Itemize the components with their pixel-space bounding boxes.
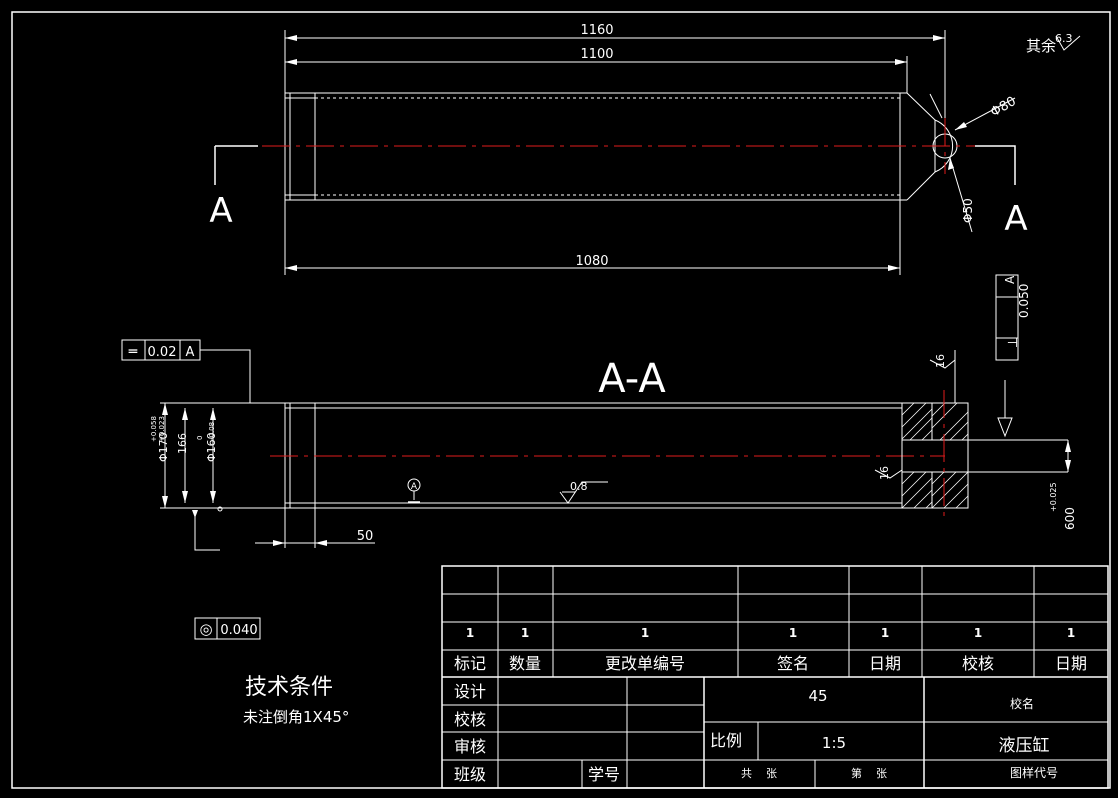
revision-headers-row: 标记 数量 更改单编号 签名 日期 校核 日期 bbox=[454, 654, 1087, 673]
datum-a-label: A bbox=[411, 482, 418, 492]
front-view: A A 1160 1100 1080 Φ80 Φ50 其余 6.3 bbox=[209, 23, 1081, 275]
tb-design: 设计 bbox=[454, 682, 486, 701]
tb-check: 校核 bbox=[454, 710, 486, 729]
revision-header-0: 标记 bbox=[454, 654, 486, 673]
dim-phi160-tol-lower: -0.08 bbox=[208, 422, 216, 440]
tb-class: 班级 bbox=[454, 765, 486, 784]
dim-1080: 1080 bbox=[575, 254, 608, 269]
tb-school: 校名 bbox=[1010, 696, 1034, 711]
dim-600-tol: +0.025 bbox=[1049, 482, 1058, 512]
tb-review: 审核 bbox=[454, 737, 486, 756]
tb-material: 45 bbox=[808, 687, 827, 705]
title-block bbox=[441, 565, 1109, 789]
revision-header-4: 日期 bbox=[869, 654, 901, 673]
dim-16-top: 16 bbox=[934, 354, 947, 368]
concentricity-frame: ◎ 0.040 bbox=[194, 617, 261, 640]
flatness-value: 0.02 bbox=[148, 345, 177, 360]
dim-600: 600 bbox=[1063, 507, 1077, 530]
revision-header-5: 校核 bbox=[962, 654, 994, 673]
dim-50: 50 bbox=[357, 529, 374, 544]
revision-value-4: 1 bbox=[881, 626, 889, 640]
tech-line1: 未注倒角1X45° bbox=[243, 708, 349, 726]
tb-part-name: 液压缸 bbox=[999, 735, 1050, 756]
dim-166: 166 bbox=[176, 433, 189, 454]
dim-phi160-tol-upper: 0 bbox=[196, 436, 204, 440]
section-mark-right: A bbox=[1004, 199, 1027, 239]
tech-title: 技术条件 bbox=[245, 675, 333, 700]
dim-phi160: Φ160 bbox=[205, 432, 218, 462]
revision-value-5: 1 bbox=[974, 626, 982, 640]
flatness-symbol: ═ bbox=[128, 344, 138, 360]
section-view: A-A ═ 0.02 A bbox=[121, 274, 1077, 551]
roughness-other-value: 6.3 bbox=[1055, 32, 1073, 45]
dim-phi170-tol-upper: +0.058 bbox=[150, 416, 158, 442]
revision-value-2: 1 bbox=[641, 626, 649, 640]
tb-scale-label: 比例 bbox=[710, 731, 742, 750]
perp-value: 0.050 bbox=[1017, 284, 1031, 318]
revision-header-2: 更改单编号 bbox=[605, 654, 685, 673]
tb-drawing-no: 图样代号 bbox=[1010, 765, 1058, 780]
tb-student-no: 学号 bbox=[588, 765, 620, 784]
flatness-datum: A bbox=[186, 345, 195, 360]
dim-1100: 1100 bbox=[580, 47, 613, 62]
dim-phi50: Φ50 bbox=[961, 198, 975, 223]
perp-datum: A bbox=[1003, 275, 1017, 284]
revision-value-3: 1 bbox=[789, 626, 797, 640]
tb-scale-value: 1:5 bbox=[822, 734, 846, 752]
hatch-pattern bbox=[901, 402, 969, 509]
revision-values-row: 1 1 1 1 1 1 1 bbox=[466, 626, 1075, 640]
tb-sheet-no: 第 张 bbox=[851, 766, 887, 780]
dim-phi170: Φ170 bbox=[157, 432, 170, 462]
concentricity-value: 0.040 bbox=[220, 623, 257, 638]
dim-16-bottom: 16 bbox=[878, 466, 891, 480]
revision-header-1: 数量 bbox=[509, 654, 541, 673]
revision-header-6: 日期 bbox=[1055, 654, 1087, 673]
revision-value-1: 1 bbox=[521, 626, 529, 640]
roughness-other-label: 其余 bbox=[1026, 37, 1056, 55]
concentricity-symbol: ◎ bbox=[199, 620, 212, 638]
section-mark-left: A bbox=[209, 191, 232, 231]
revision-header-3: 签名 bbox=[777, 654, 809, 673]
revision-value-6: 1 bbox=[1067, 626, 1075, 640]
tb-sheets-total: 共 张 bbox=[741, 767, 777, 780]
perp-symbol: ⊥ bbox=[1006, 337, 1021, 348]
dim-1160: 1160 bbox=[580, 23, 613, 38]
dim-phi170-tol-lower: +0.023 bbox=[158, 416, 166, 442]
revision-value-0: 1 bbox=[466, 626, 474, 640]
section-title: A-A bbox=[598, 356, 666, 402]
roughness-inner: 0.8 bbox=[570, 480, 588, 493]
